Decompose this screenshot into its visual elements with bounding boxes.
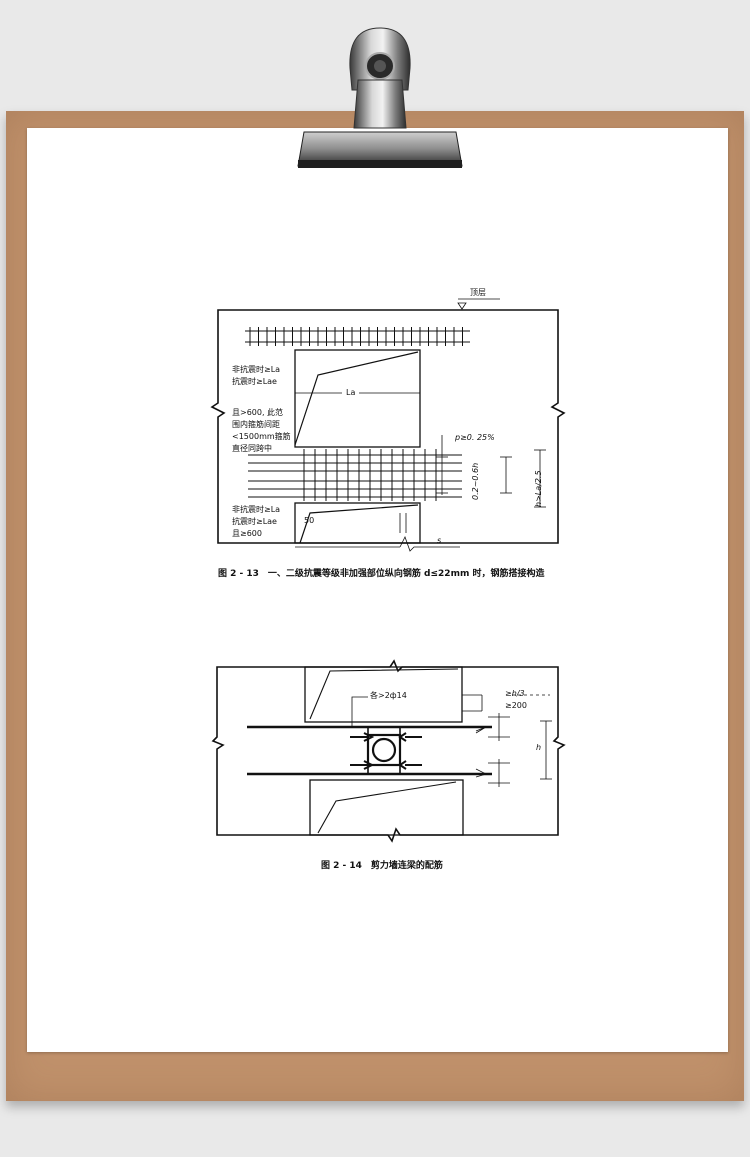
figure-2-14-caption: 图 2 - 14 剪力墙连梁的配筋 (321, 861, 443, 871)
vertical-range-label: 0.2~0.6h (471, 462, 480, 500)
coupling-beam-diagram (211, 659, 566, 843)
min-depth-label: ≥h/3 (505, 689, 525, 698)
seismic-note-2: 且>600, 此范 围内箍筋间距 <1500mm箍筋 直径同跨中 (232, 408, 291, 453)
height-ratio-label: h>La/2.5 (534, 470, 543, 507)
min-200-label: ≥200 (505, 701, 527, 710)
middle-rebar-mesh (248, 449, 462, 501)
lap-zone-lower (294, 502, 421, 544)
paper-sheet (27, 128, 728, 1052)
lapped-bar-lower (299, 504, 419, 544)
seismic-note-3: 非抗震时≥La 抗震时≥Lae 且≥600 (232, 505, 281, 538)
level-marker-icon (457, 302, 467, 310)
upper-wall-pier (304, 666, 463, 723)
anchor-dimension-marks (475, 713, 510, 787)
figure-2-13-caption: 图 2 - 13 一、二级抗震等级非加强部位纵向钢筋 d≤22mm 时，钢筋搭接… (218, 569, 545, 579)
bar-section-detail-icon (350, 727, 422, 774)
spacing-s-label: s (437, 536, 442, 545)
binder-clip-icon (297, 27, 463, 168)
lower-wall-pier (309, 779, 464, 836)
reinforcement-ratio-label: p≥0. 25% (455, 433, 495, 442)
lap-splice-diagram (210, 298, 566, 552)
lapped-bar-upper (294, 351, 419, 446)
dimension-50-label: 50 (304, 516, 315, 525)
top-level-label: 顶层 (470, 288, 486, 297)
lap-zone-upper (294, 349, 421, 448)
seismic-note-1: 非抗震时≥La 抗震时≥Lae (232, 365, 281, 386)
la-dimension-label: La (342, 387, 360, 399)
top-stirrup-band (245, 327, 470, 346)
beam-height-label: h (536, 743, 542, 752)
wall-outline (210, 309, 566, 544)
bar-spec-label: 各>2ф14 (370, 691, 407, 700)
